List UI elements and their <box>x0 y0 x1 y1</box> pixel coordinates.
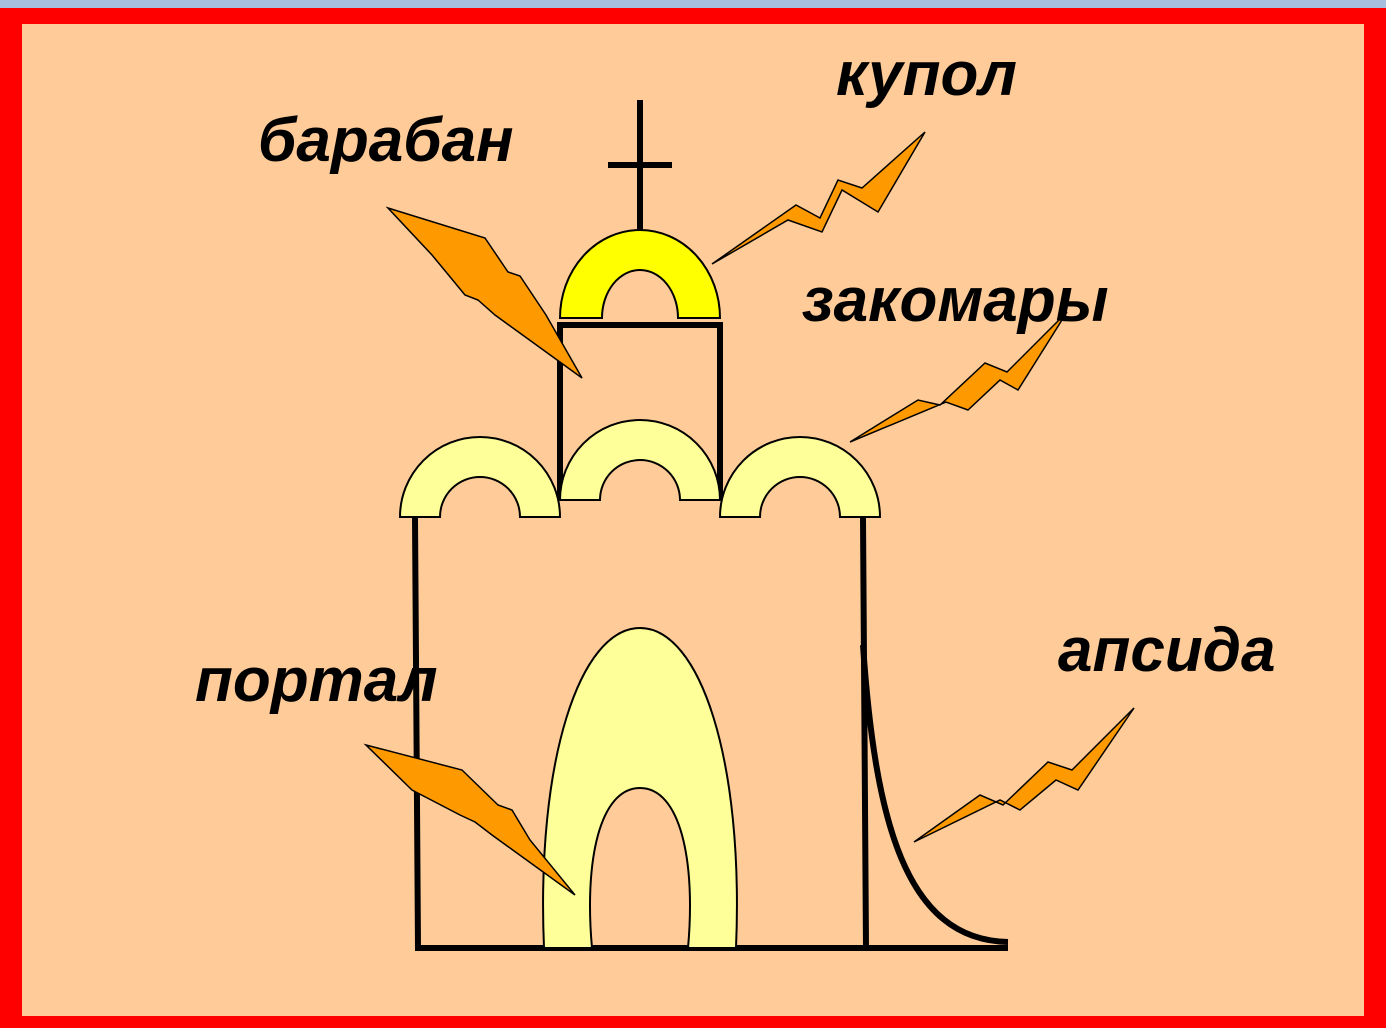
zakomary-arches <box>398 419 882 518</box>
arrow-apse <box>913 707 1135 843</box>
arrow-zakomary <box>849 311 1068 443</box>
label-zakomary: закомары <box>802 266 1109 335</box>
label-apse: апсида <box>1058 616 1276 685</box>
dome-shape <box>558 229 722 319</box>
cross-icon <box>608 100 672 230</box>
portal-shape <box>542 626 738 949</box>
arrow-drum <box>385 206 583 379</box>
arrow-portal <box>363 743 576 896</box>
zakomara-right <box>718 436 882 518</box>
zakomara-center <box>558 419 722 501</box>
apse-curve <box>860 644 1009 945</box>
label-drum: барабан <box>258 106 514 175</box>
label-portal: портал <box>195 646 438 715</box>
label-dome: купол <box>836 40 1017 109</box>
zakomara-left <box>398 436 562 518</box>
drum-shape <box>557 322 723 500</box>
arrow-dome <box>711 131 926 265</box>
